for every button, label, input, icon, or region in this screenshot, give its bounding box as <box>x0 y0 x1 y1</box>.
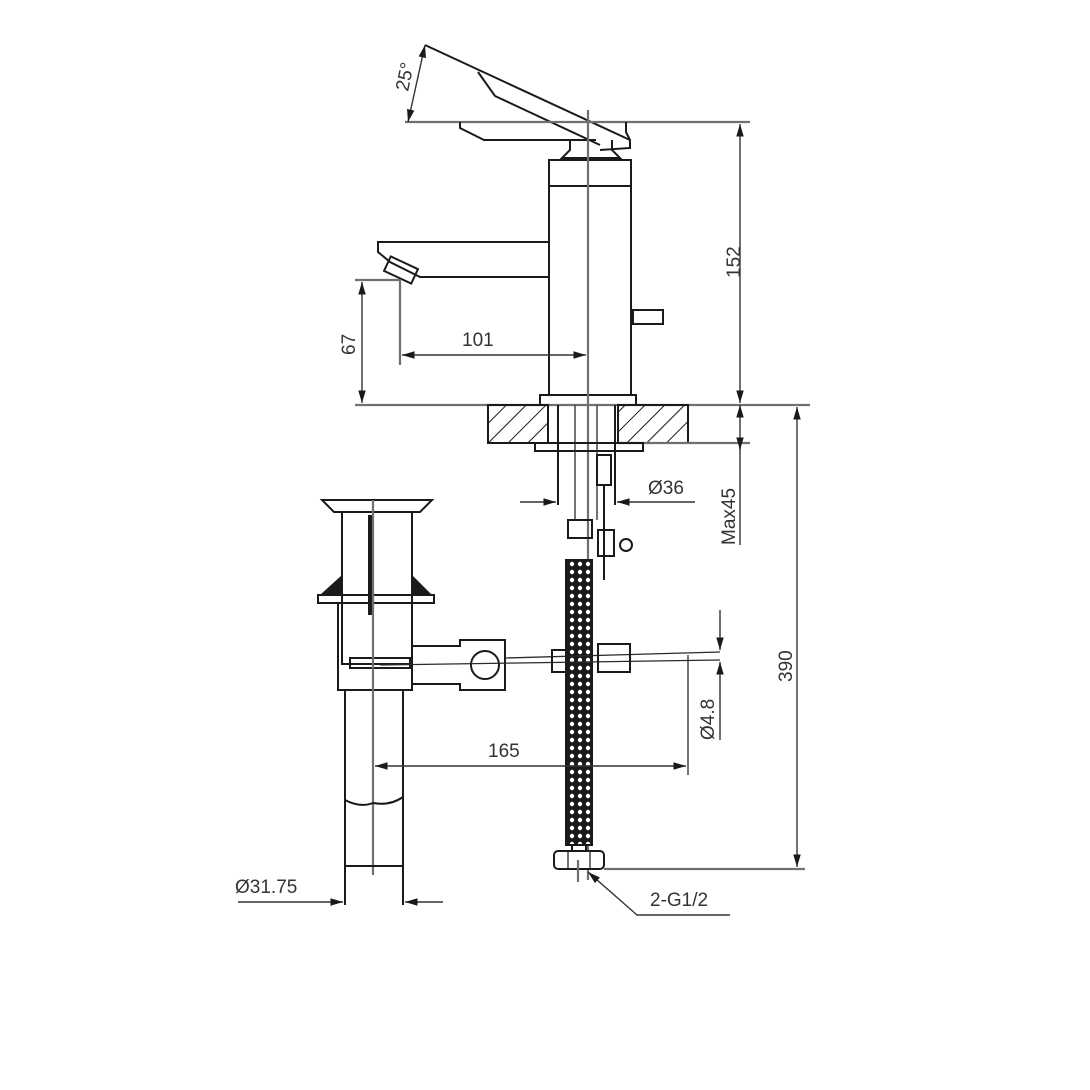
svg-text:165: 165 <box>488 741 520 762</box>
body-diameter-dimension: Ø36 <box>520 478 695 506</box>
inlet-thread-callout: 2-G1/2 <box>576 860 730 916</box>
total-height-dimension: 390 <box>604 407 805 871</box>
svg-text:Ø4.8: Ø4.8 <box>698 699 719 740</box>
deck-thickness-dimension: Max45 <box>719 405 744 545</box>
spout-height-dimension: 67 <box>339 278 400 403</box>
svg-text:101: 101 <box>462 330 494 351</box>
shank <box>557 405 633 580</box>
popup-waste <box>317 499 721 905</box>
svg-text:2-G1/2: 2-G1/2 <box>650 890 708 911</box>
body-height-dimension: 152 <box>724 124 745 403</box>
spout-reach-dimension: 101 <box>402 330 586 359</box>
svg-text:Ø31.75: Ø31.75 <box>235 877 297 898</box>
spout <box>377 241 549 285</box>
angle-dimension: 25° <box>392 44 426 123</box>
svg-text:Max45: Max45 <box>719 488 740 545</box>
countertop-section <box>487 404 750 452</box>
lever-handle <box>405 44 750 159</box>
svg-text:Ø36: Ø36 <box>648 478 684 499</box>
mixer-body <box>539 159 664 406</box>
rod-diameter-dimension: Ø4.8 <box>698 610 724 740</box>
svg-text:67: 67 <box>339 334 360 355</box>
svg-text:152: 152 <box>724 246 745 278</box>
braided-hose <box>553 519 605 870</box>
waste-distance-dimension: 165 <box>375 655 689 775</box>
waste-diameter-dimension: Ø31.75 <box>235 877 443 906</box>
svg-text:390: 390 <box>776 650 797 682</box>
